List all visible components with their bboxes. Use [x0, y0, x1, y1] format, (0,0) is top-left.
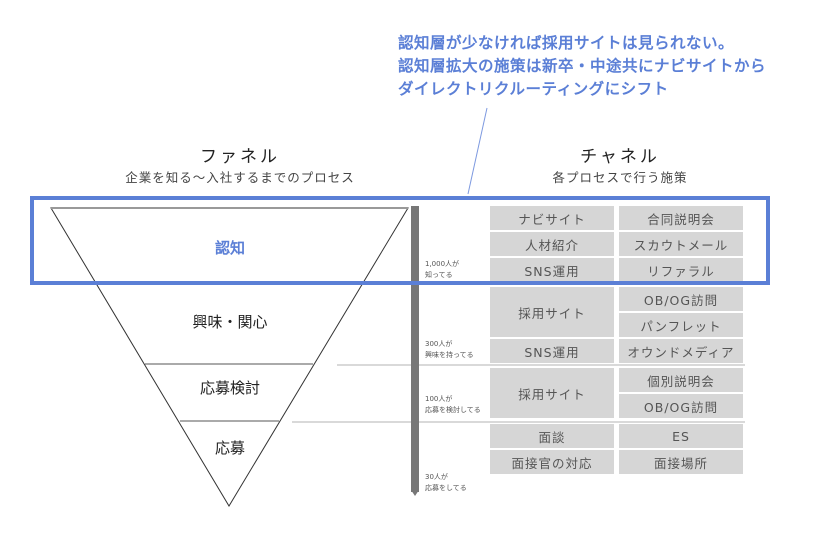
- count-awareness: 1,000人が 知ってる: [425, 260, 460, 279]
- channel-cell: 人材紹介: [490, 232, 614, 256]
- callout-line: ダイレクトリクルーティングにシフト: [398, 80, 669, 98]
- channel-cell: オウンドメディア: [619, 339, 743, 363]
- funnel-subtitle: 企業を知る〜入社するまでのプロセス: [125, 170, 355, 185]
- count-interest: 300人が 興味を持ってる: [425, 340, 474, 359]
- channel-cell: ES: [619, 424, 743, 448]
- channel-cell: 面談: [490, 424, 614, 448]
- awareness-highlight-box: [30, 196, 770, 285]
- channel-header: チャネル 各プロセスで行う施策: [520, 142, 720, 186]
- funnel-title: ファネル: [200, 147, 280, 167]
- channel-subtitle: 各プロセスで行う施策: [552, 170, 688, 185]
- channel-cell: SNS運用: [490, 339, 614, 363]
- channel-cell: リファラル: [619, 258, 743, 282]
- channel-cell: パンフレット: [619, 313, 743, 337]
- channel-cell: 合同説明会: [619, 206, 743, 230]
- stage-separator: [292, 421, 745, 423]
- channel-title: チャネル: [580, 147, 660, 167]
- channel-cell: OB/OG訪問: [619, 287, 743, 311]
- axis-arrow-icon: [411, 490, 419, 496]
- funnel-stage-interest: 興味・関心: [192, 313, 268, 331]
- progress-axis-bar: [411, 206, 419, 492]
- channel-cell: OB/OG訪問: [619, 394, 743, 418]
- channel-cell: 面接場所: [619, 450, 743, 474]
- channel-cell: スカウトメール: [619, 232, 743, 256]
- count-consideration: 100人が 応募を検討してる: [425, 395, 481, 414]
- channel-cell: SNS運用: [490, 258, 614, 282]
- callout-note: 認知層が少なければ採用サイトは見られない。 認知層拡大の施策は新卒・中途共にナビ…: [398, 32, 766, 101]
- callout-line: 認知層拡大の施策は新卒・中途共にナビサイトから: [398, 57, 767, 75]
- channel-cell: 面接官の対応: [490, 450, 614, 474]
- funnel-stage-awareness: 認知: [214, 239, 245, 257]
- channel-cell: 採用サイト: [490, 287, 614, 337]
- count-application: 30人が 応募をしてる: [425, 473, 467, 492]
- funnel-header: ファネル 企業を知る〜入社するまでのプロセス: [100, 142, 380, 186]
- stage-separator: [337, 364, 745, 366]
- callout-line: 認知層が少なければ採用サイトは見られない。: [398, 34, 735, 52]
- channel-cell: ナビサイト: [490, 206, 614, 230]
- funnel-stage-application: 応募: [214, 439, 245, 457]
- channel-cell: 個別説明会: [619, 368, 743, 392]
- channel-cell: 採用サイト: [490, 368, 614, 418]
- funnel-stage-consideration: 応募検討: [199, 379, 260, 397]
